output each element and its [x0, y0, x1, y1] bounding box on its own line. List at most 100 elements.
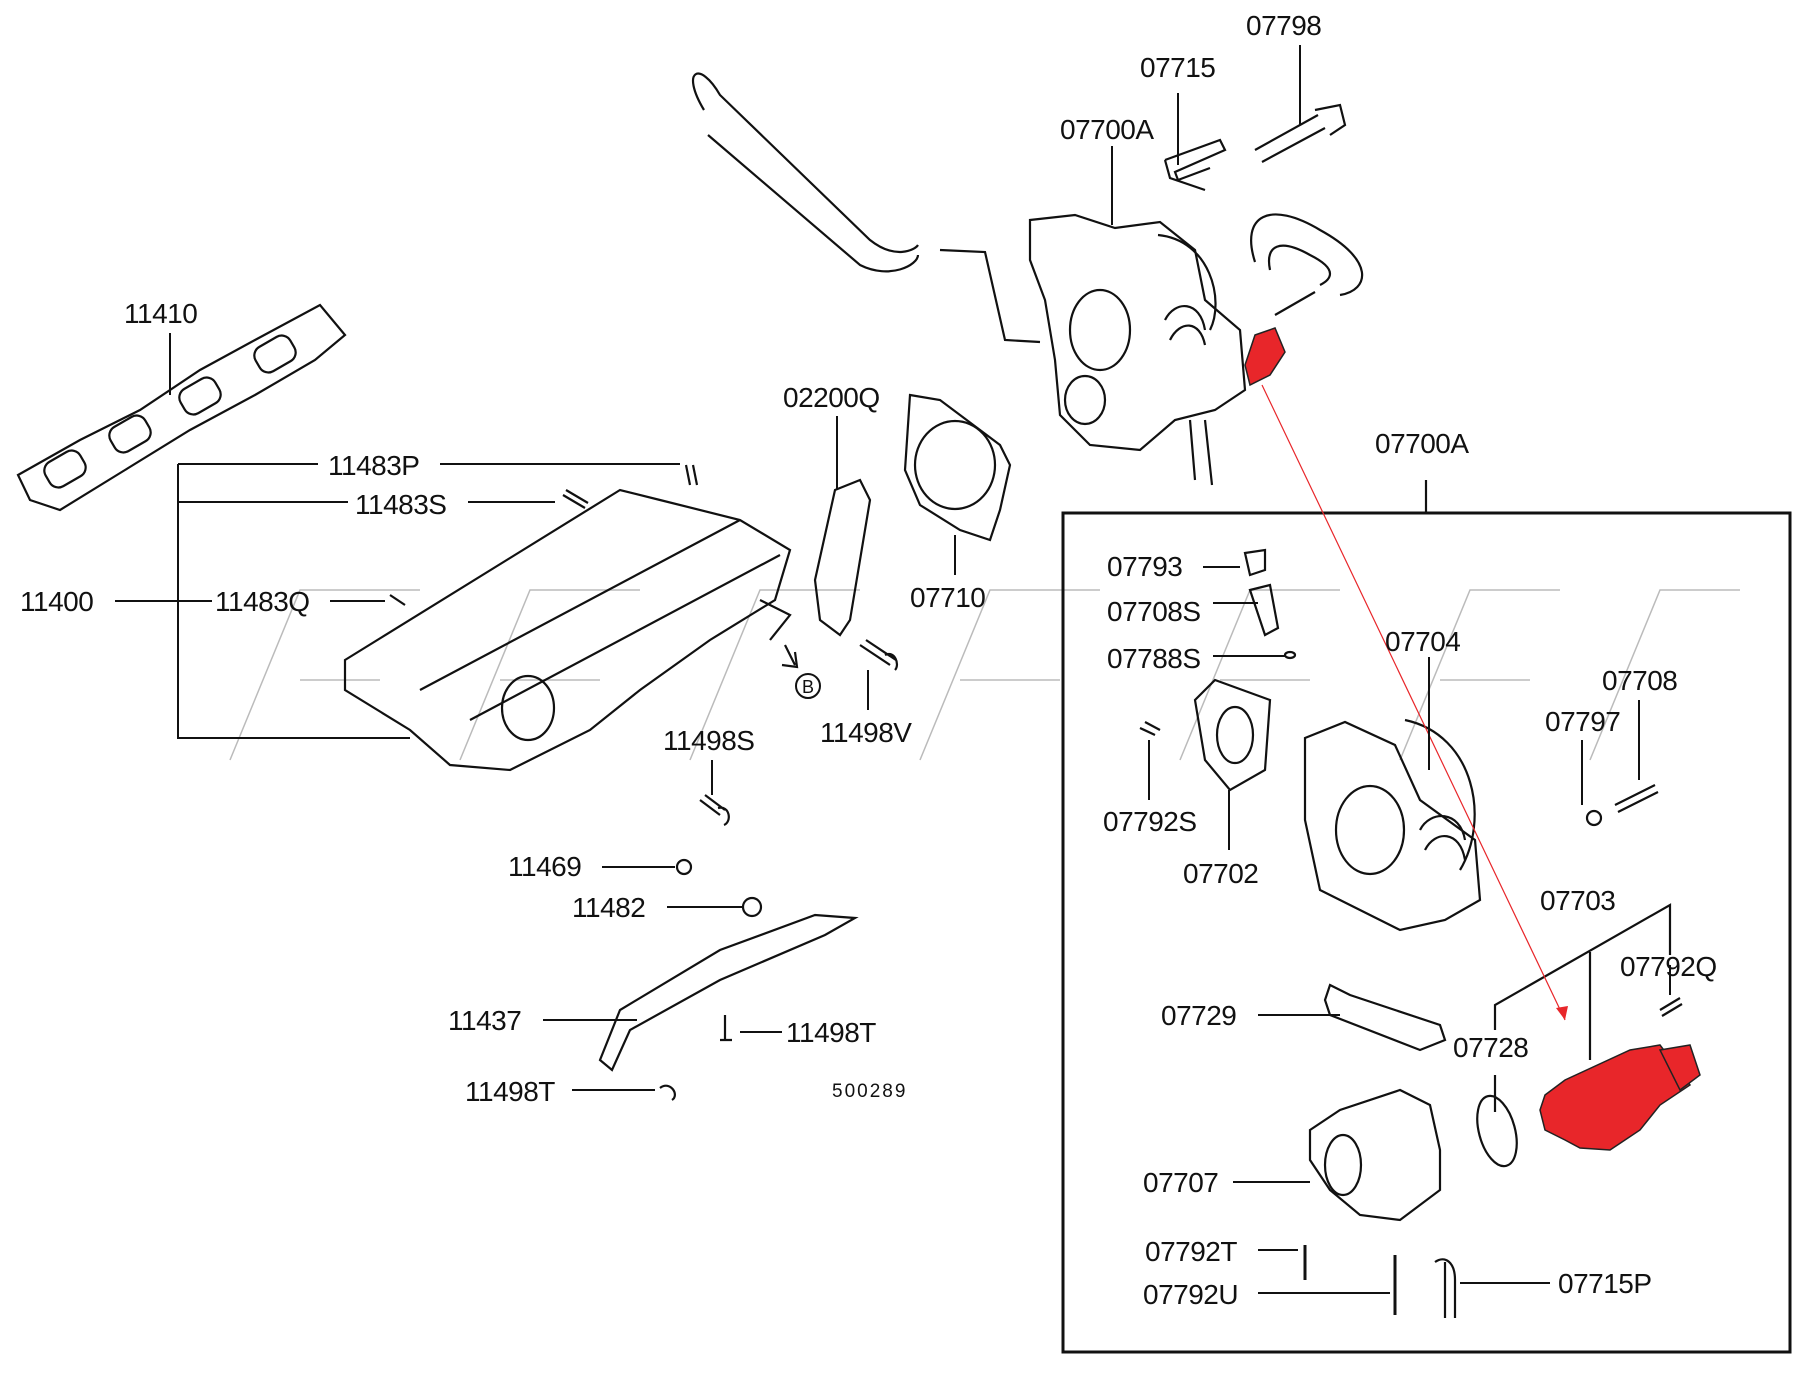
label-07792T: 07792T [1145, 1236, 1237, 1267]
part-07715P [1434, 1258, 1457, 1318]
label-11400: 11400 [20, 586, 94, 617]
label-07728: 07728 [1453, 1032, 1529, 1063]
label-11483S: 11483S [355, 489, 447, 520]
part-11400-manifold [343, 488, 792, 772]
label-07793: 07793 [1107, 551, 1183, 582]
watermark-letter [689, 589, 860, 761]
label-02200Q: 02200Q [783, 382, 880, 413]
label-11437: 11437 [448, 1005, 522, 1036]
watermark-letter [1399, 589, 1560, 761]
label-07788S: 07788S [1107, 643, 1201, 674]
label-11498V: 11498V [820, 717, 912, 748]
reference-marker-B: B [802, 677, 814, 697]
part-11469 [675, 858, 693, 876]
label-07700A-top: 07700A [1060, 114, 1154, 145]
part-11498T-a [720, 1015, 732, 1042]
reference-marker-circle [795, 673, 821, 699]
manifold-port [500, 674, 556, 742]
label-11469: 11469 [508, 851, 582, 882]
label-07715: 07715 [1140, 52, 1216, 83]
tps-connector-highlight [1244, 327, 1286, 387]
label-07710: 07710 [910, 582, 986, 613]
gasket-port [178, 376, 222, 416]
part-11483S [562, 489, 589, 509]
label-11498S: 11498S [663, 725, 755, 756]
part-11498T-b [659, 1084, 676, 1101]
callout-arrow [1261, 384, 1566, 1021]
part-11483Q [389, 594, 406, 606]
bracket [1188, 419, 1214, 486]
hose-upper-right [1250, 213, 1364, 297]
hose-upper-left [692, 72, 920, 273]
throttle-spring [1419, 815, 1467, 861]
label-11498T-b: 11498T [465, 1076, 555, 1107]
label-07792S: 07792S [1103, 806, 1197, 837]
part-07792S [1139, 721, 1161, 736]
label-11482: 11482 [572, 892, 646, 923]
label-07704: 07704 [1385, 626, 1461, 657]
label-07715P: 07715P [1558, 1268, 1652, 1299]
part-11437 [598, 913, 859, 1072]
label-07798: 07798 [1246, 10, 1322, 41]
watermark-letter [459, 589, 640, 761]
leader [1274, 291, 1316, 316]
label-07700A-box: 07700A [1375, 428, 1469, 459]
part-07728 [1476, 1094, 1518, 1168]
throttle-port [1063, 374, 1107, 426]
watermark [229, 589, 1740, 761]
part-07707 [1308, 1088, 1442, 1222]
leader [939, 248, 1041, 344]
label-07708: 07708 [1602, 665, 1678, 696]
drawing-code: 500289 [832, 1081, 908, 1102]
throttle-drum [1157, 233, 1217, 331]
watermark-letter [919, 589, 1100, 761]
leader [177, 464, 410, 739]
callout-arrowhead [1556, 1006, 1568, 1020]
gasket-port [253, 334, 297, 374]
part-07704 [1303, 720, 1482, 932]
label-11483P: 11483P [328, 450, 420, 481]
label-07703: 07703 [1540, 885, 1616, 916]
part-11498V [859, 639, 899, 671]
part-07798 [1254, 103, 1347, 163]
label-07797: 07797 [1545, 706, 1621, 737]
label-07702: 07702 [1183, 858, 1259, 889]
part-11483P [684, 464, 699, 486]
manifold-flange [759, 599, 792, 641]
part-07729 [1323, 983, 1447, 1052]
part-outlines [16, 72, 1792, 1354]
leader [1493, 903, 1672, 1030]
label-11498T-a: 11498T [786, 1017, 876, 1048]
part-11410 [16, 303, 347, 512]
label-11410: 11410 [124, 298, 198, 329]
label-07707: 07707 [1143, 1167, 1219, 1198]
gasket-port [43, 449, 87, 489]
part-11482 [741, 896, 763, 918]
part-07702 [1193, 678, 1272, 792]
watermark-letter [1589, 589, 1740, 761]
label-07792U: 07792U [1143, 1279, 1239, 1310]
part-11498S [699, 794, 730, 827]
throttle-spring [1164, 304, 1207, 346]
throttle-bore [1068, 288, 1132, 372]
throttle-bore [1334, 784, 1406, 876]
part-07797 [1585, 809, 1603, 827]
highlighted-parts [1244, 327, 1701, 1151]
iac-connector [1658, 1044, 1701, 1092]
label-07729: 07729 [1161, 1000, 1237, 1031]
part-07792Q [1659, 997, 1683, 1017]
part-07708 [1614, 784, 1659, 813]
label-11483Q: 11483Q [215, 586, 310, 617]
label-07792Q: 07792Q [1620, 951, 1717, 982]
gasket-port [108, 414, 152, 454]
iac-housing-port [1323, 1133, 1363, 1197]
part-07703-iac-motor [1539, 1044, 1692, 1151]
manifold-runner [419, 519, 781, 721]
tps-face [1215, 705, 1255, 765]
label-07708S: 07708S [1107, 596, 1201, 627]
part-07788S [1283, 650, 1297, 660]
throttle-body-top [1028, 213, 1247, 452]
part-07793 [1243, 548, 1267, 577]
